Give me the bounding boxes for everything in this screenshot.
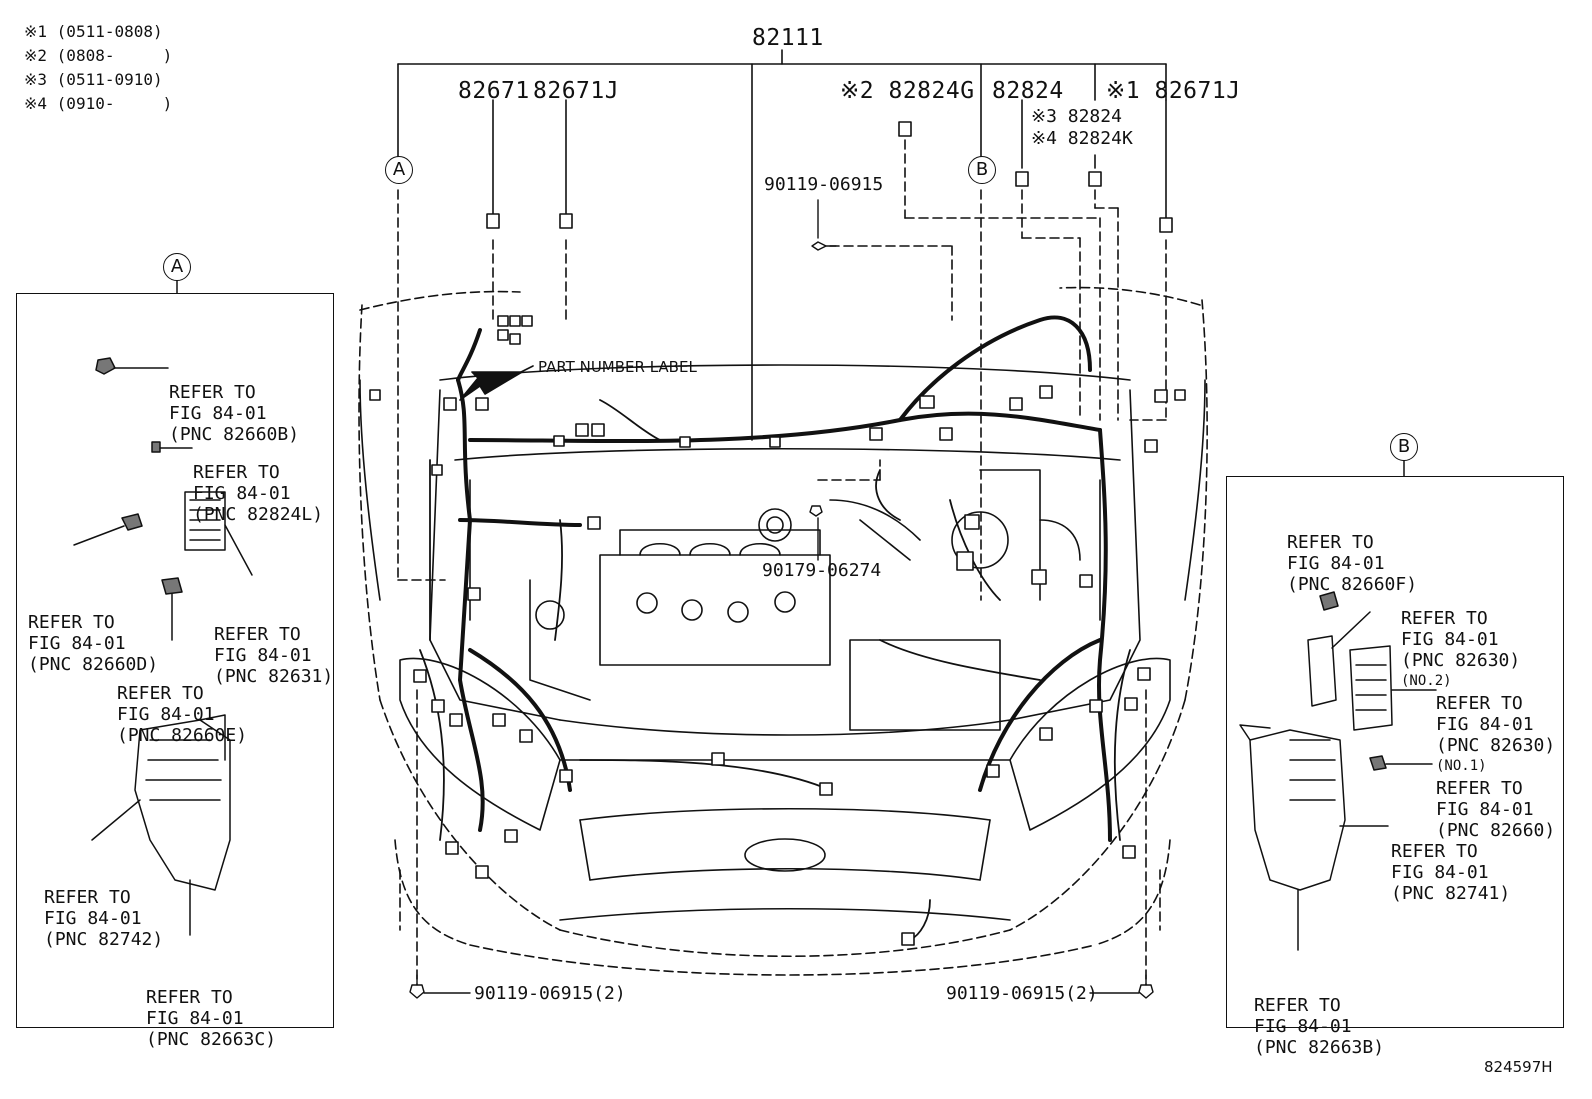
part-82824g[interactable]: ※2 82824G <box>840 78 975 104</box>
bolt-90119-06915-top[interactable]: 90119-06915 <box>764 174 884 195</box>
callout-b-panel[interactable]: B <box>1390 433 1418 461</box>
leader-lines <box>397 49 1167 441</box>
wire-harness <box>456 315 1112 842</box>
callout-a-panel[interactable]: A <box>163 253 191 281</box>
bolt-90119-06915-left[interactable]: 90119-06915(2) <box>474 983 626 1004</box>
dashed-leaders <box>358 139 1208 986</box>
part-82824k-note4[interactable]: ※4 82824K <box>1031 128 1133 149</box>
part-82671[interactable]: 82671 <box>458 78 530 104</box>
legend-note-3: ※3 (0511-0910) <box>24 70 163 89</box>
bolt-90179-06274[interactable]: 90179-06274 <box>762 560 882 581</box>
part-82824[interactable]: 82824 <box>992 78 1064 104</box>
part-82671j[interactable]: 82671J <box>533 78 620 104</box>
legend-note-1: ※1 (0511-0808) <box>24 22 163 41</box>
panel-a <box>16 293 334 1028</box>
branch-wires <box>419 399 1131 941</box>
part-number-label-arrow <box>459 365 534 401</box>
part-82671j-note1[interactable]: ※1 82671J <box>1106 78 1241 104</box>
bolts <box>409 199 1154 999</box>
part-number-label-text: PART NUMBER LABEL <box>538 358 697 376</box>
panel-b <box>1226 476 1564 1028</box>
connectors <box>369 121 1186 946</box>
callout-b-main[interactable]: B <box>968 156 996 184</box>
bolt-90119-06915-right[interactable]: 90119-06915(2) <box>946 983 1098 1004</box>
part-82111[interactable]: 82111 <box>752 25 824 51</box>
legend-note-4: ※4 (0910- ) <box>24 94 173 113</box>
callout-a-main[interactable]: A <box>385 156 413 184</box>
engine-bay <box>359 364 1206 921</box>
figure-id: 824597H <box>1484 1058 1553 1076</box>
part-82824-note3[interactable]: ※3 82824 <box>1031 106 1122 127</box>
legend-note-2: ※2 (0808- ) <box>24 46 173 65</box>
panel-a-art <box>73 279 253 936</box>
panel-b-art <box>1239 459 1437 951</box>
